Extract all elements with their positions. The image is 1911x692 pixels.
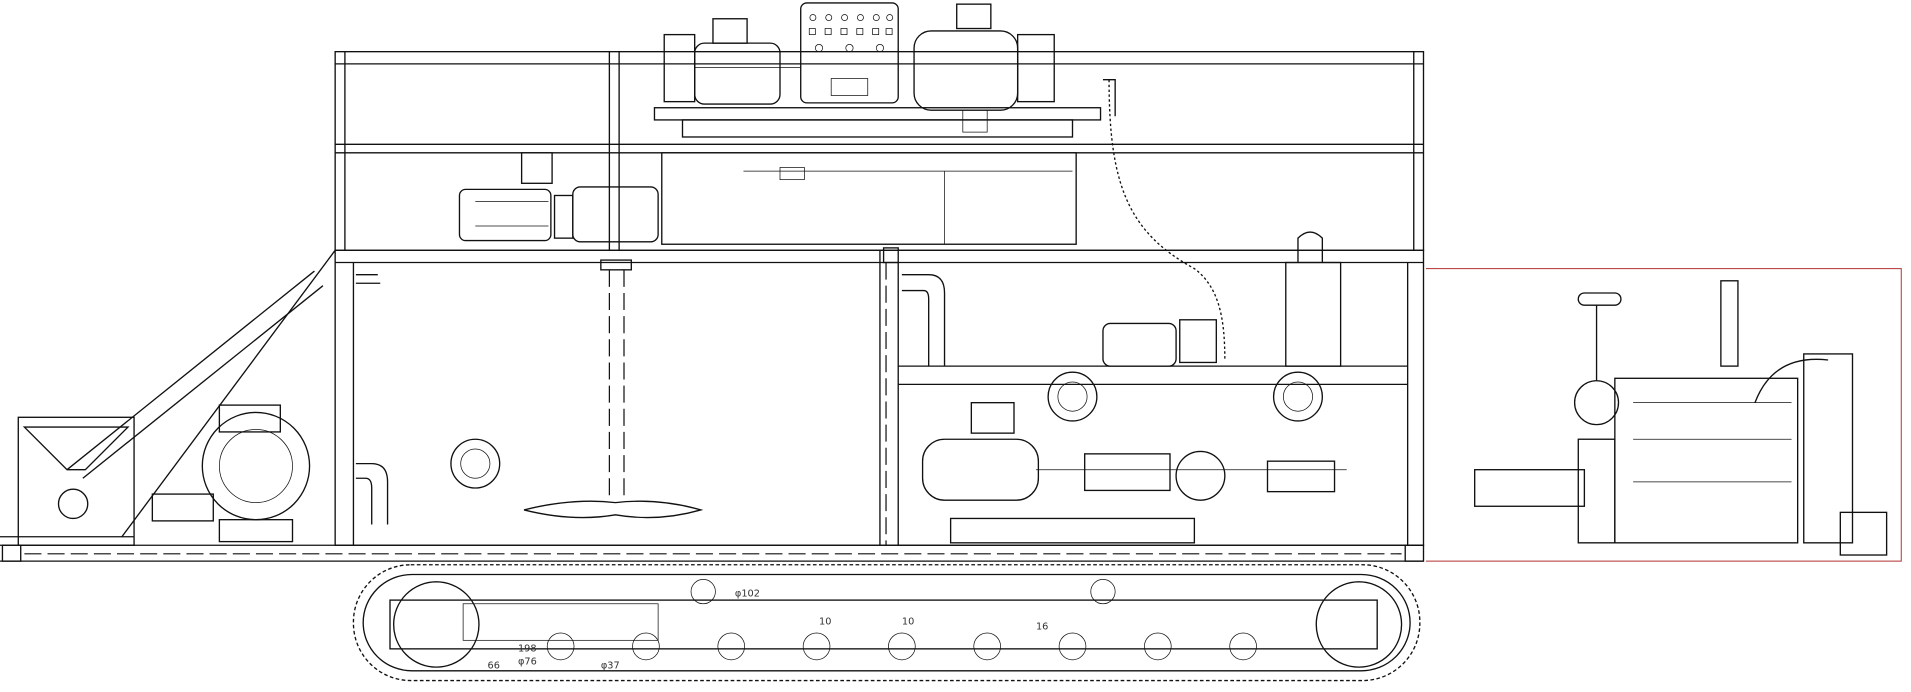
hose — [1108, 79, 1226, 361]
dimension-label: φ76 — [518, 657, 537, 668]
flange — [1047, 371, 1098, 422]
auger-conveyor — [66, 249, 336, 538]
dimension-label: 16 — [1036, 621, 1048, 632]
dimension-label: 10 — [819, 616, 831, 627]
dimension-label: φ102 — [735, 588, 760, 599]
engine-unit — [1425, 268, 1902, 562]
flange — [450, 438, 501, 489]
base-beam — [0, 544, 1425, 562]
dimension-label: 198 — [518, 643, 537, 654]
flange — [1272, 371, 1324, 422]
dimension-label: 10 — [902, 616, 914, 627]
top-motor-left — [663, 18, 801, 105]
control-box — [800, 2, 899, 104]
centrifugal-pump — [151, 404, 311, 543]
dimension-label: 66 — [488, 660, 500, 671]
agitator — [523, 259, 704, 519]
agitator-motor — [458, 152, 659, 243]
hopper — [0, 416, 135, 546]
crawler-track: φ102 10 10 16 198 φ76 66 φ37 — [352, 564, 1421, 682]
dimension-label: φ37 — [601, 660, 620, 671]
top-motor-right — [913, 3, 1055, 133]
upper-frame — [334, 51, 1425, 251]
top-base — [653, 107, 1102, 245]
main-tank — [334, 247, 1425, 546]
pump-set — [921, 402, 1347, 544]
booster-pump — [1102, 231, 1342, 367]
